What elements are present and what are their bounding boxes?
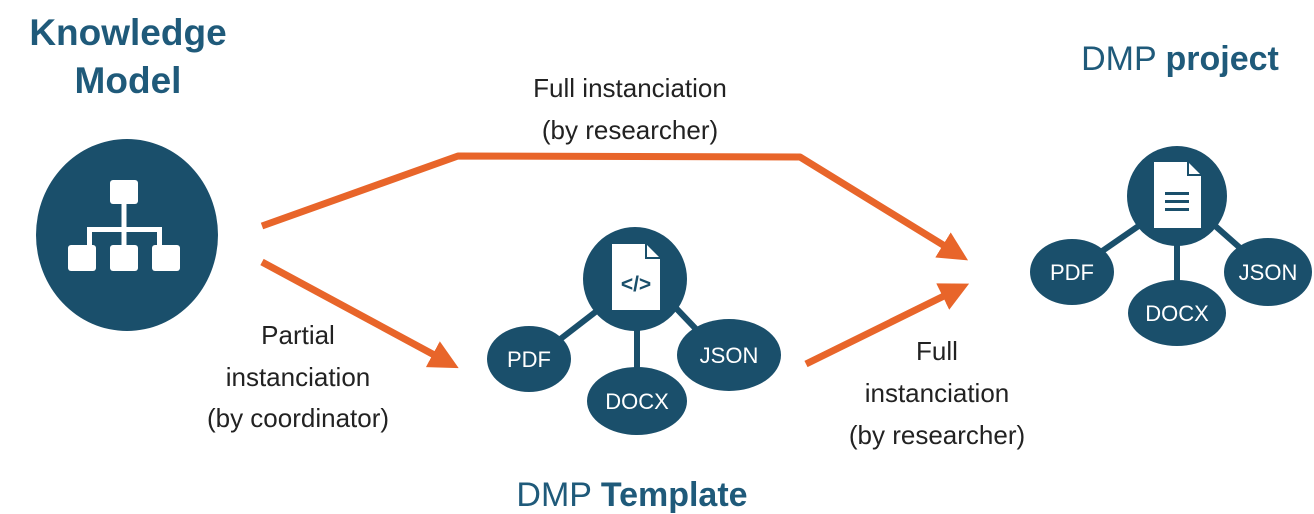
dmp-project-cluster: PDF DOCX JSON bbox=[1030, 146, 1312, 346]
bottom-arrow-label-line2: instanciation bbox=[865, 378, 1010, 408]
template-docx-node bbox=[587, 367, 687, 435]
project-json-node bbox=[1224, 238, 1312, 306]
document-icon bbox=[1154, 162, 1201, 228]
hierarchy-icon bbox=[68, 180, 180, 271]
arrow-km-to-project bbox=[260, 152, 969, 261]
project-pdf-node bbox=[1030, 239, 1114, 305]
template-pdf-node bbox=[487, 326, 571, 392]
knowledge-model-node bbox=[36, 139, 218, 331]
project-docx-label: DOCX bbox=[1145, 301, 1209, 326]
arrow-template-to-project bbox=[804, 283, 970, 368]
code-file-icon: </> bbox=[612, 244, 660, 310]
bottom-arrow-label-line1: Full bbox=[916, 336, 958, 366]
template-json-node bbox=[677, 319, 781, 391]
top-arrow-label-line2: (by researcher) bbox=[542, 115, 718, 145]
top-arrow-label-line1: Full instanciation bbox=[533, 73, 727, 103]
project-pdf-label: PDF bbox=[1050, 260, 1094, 285]
partial-arrow-label-line2: instanciation bbox=[226, 362, 371, 392]
svg-text:</>: </> bbox=[621, 273, 651, 296]
project-json-label: JSON bbox=[1239, 260, 1298, 285]
dmp-template-title-prefix: DMP bbox=[516, 476, 591, 514]
template-docx-label: DOCX bbox=[605, 389, 669, 414]
dmp-template-title: DMP Template bbox=[516, 476, 747, 514]
partial-arrow-label-line1: Partial bbox=[261, 320, 335, 350]
dmp-template-title-bold: Template bbox=[601, 476, 748, 514]
template-pdf-label: PDF bbox=[507, 347, 551, 372]
project-docx-node bbox=[1128, 280, 1226, 346]
dmp-project-title-bold: project bbox=[1166, 40, 1279, 78]
dmp-project-title-prefix: DMP bbox=[1081, 40, 1156, 78]
partial-arrow-label-line3: (by coordinator) bbox=[207, 403, 389, 433]
dmp-template-cluster: </> PDF DOCX JSON bbox=[487, 227, 781, 435]
arrow-km-to-template bbox=[260, 258, 459, 369]
dmp-project-title: DMP project bbox=[1081, 40, 1279, 78]
template-json-label: JSON bbox=[700, 343, 759, 368]
knowledge-model-title-line2: Model bbox=[75, 60, 182, 101]
knowledge-model-title-line1: Knowledge bbox=[29, 12, 226, 53]
bottom-arrow-label-line3: (by researcher) bbox=[849, 420, 1025, 450]
